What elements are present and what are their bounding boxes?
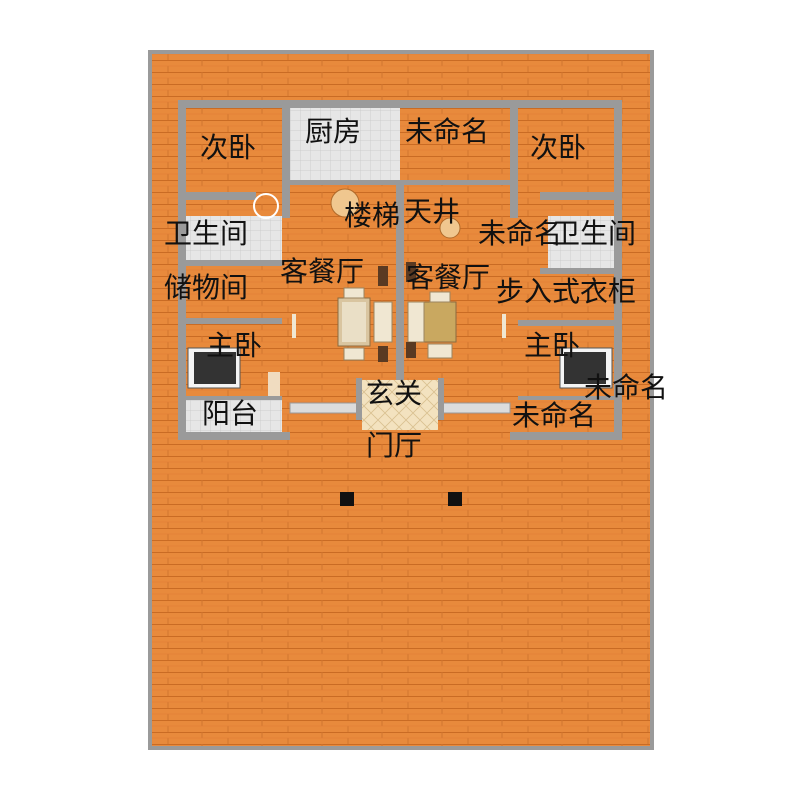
- room-left-master: [186, 324, 282, 398]
- label-kitchen: 厨房: [305, 115, 362, 148]
- label-skylight: 天井: [404, 195, 461, 228]
- room-unnamed-top: [400, 108, 518, 218]
- label-stairs: 楼梯: [344, 199, 401, 232]
- label-unnamed-mid: 未命名: [478, 217, 563, 250]
- room-living-areas: [290, 185, 510, 405]
- room-right-bathroom: [540, 216, 614, 274]
- room-left-bedroom2: [186, 108, 290, 218]
- label-right-living: 客餐厅: [406, 261, 491, 294]
- room-left-bathroom: [186, 193, 282, 266]
- label-right-master: 主卧: [524, 329, 581, 362]
- label-foyer: 玄关: [366, 377, 423, 410]
- furniture-right-living: [406, 262, 457, 359]
- room-left-storage: [186, 266, 282, 324]
- label-unnamed-right: 未命名: [584, 371, 669, 404]
- room-entrance-hall: [338, 430, 462, 506]
- room-unnamed-bottom-right: [518, 396, 614, 432]
- room-left-balcony: [186, 396, 282, 432]
- room-foyer: [362, 380, 438, 430]
- label-right-bathroom: 卫生间: [552, 217, 637, 250]
- label-unnamed-top: 未命名: [405, 115, 490, 148]
- label-left-balcony: 阳台: [202, 397, 259, 430]
- label-walkin-closet: 步入式衣柜: [496, 275, 637, 308]
- label-left-bedroom2: 次卧: [200, 131, 257, 164]
- room-walkin-closet: [518, 274, 614, 326]
- label-left-living: 客餐厅: [280, 255, 365, 288]
- room-right-master: [518, 326, 614, 396]
- label-left-bathroom: 卫生间: [164, 217, 249, 250]
- room-right-bedroom2: [518, 108, 614, 200]
- furniture-left-living: [337, 266, 393, 362]
- label-unnamed-bottom-right: 未命名: [512, 399, 597, 432]
- label-left-storage: 储物间: [164, 271, 249, 304]
- stairs: [330, 188, 461, 239]
- label-left-master: 主卧: [206, 329, 263, 362]
- foyer-walls: [289, 378, 511, 420]
- label-right-bedroom2: 次卧: [530, 131, 587, 164]
- label-entrance-hall: 门厅: [366, 429, 423, 462]
- building-walls: [178, 100, 622, 440]
- room-kitchen: [290, 108, 400, 185]
- door-marks: [292, 314, 506, 338]
